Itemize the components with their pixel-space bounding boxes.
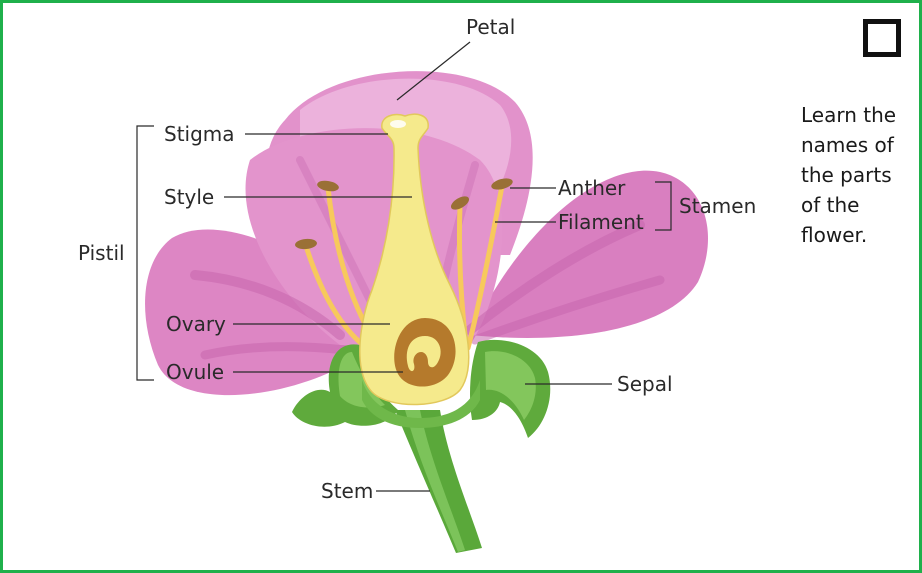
sepal-label: Sepal [617, 372, 673, 396]
stem-label: Stem [321, 479, 373, 503]
stigma-highlight [390, 120, 406, 128]
filament-label: Filament [558, 210, 644, 234]
stigma-label: Stigma [164, 122, 235, 146]
ovule-label: Ovule [166, 360, 224, 384]
stamen-label: Stamen [679, 194, 756, 218]
petal-label: Petal [466, 15, 515, 39]
ovary-label: Ovary [166, 312, 226, 336]
pistil-label: Pistil [78, 241, 125, 265]
anther-label: Anther [558, 176, 626, 200]
style-label: Style [164, 185, 214, 209]
